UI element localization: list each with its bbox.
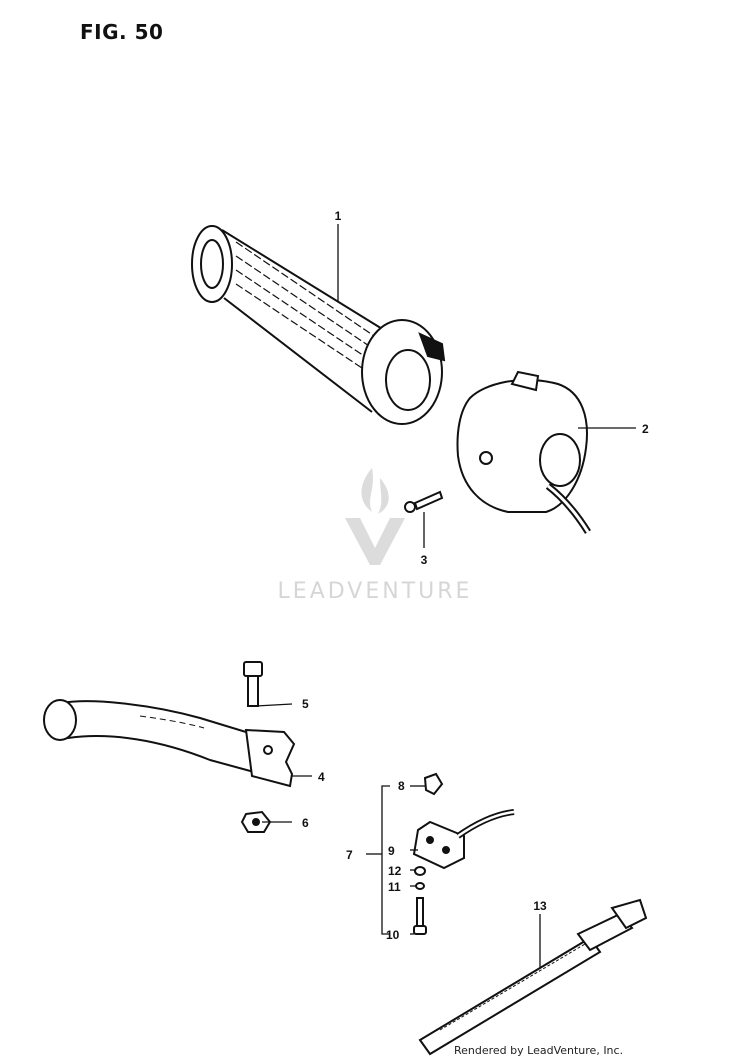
render-credit: Rendered by LeadVenture, Inc. bbox=[454, 1044, 624, 1057]
watermark-logo bbox=[345, 468, 405, 565]
nut-part bbox=[240, 810, 272, 833]
callout-1: 1 bbox=[335, 209, 342, 223]
callout-13: 13 bbox=[533, 899, 547, 913]
bolt-part bbox=[243, 661, 263, 707]
callout-2: 2 bbox=[642, 422, 649, 436]
callout-5: 5 bbox=[302, 697, 309, 711]
watermark-text: LEADVENTURE bbox=[278, 579, 473, 604]
leader-lines bbox=[255, 224, 636, 968]
grip-part bbox=[191, 225, 446, 425]
callout-8: 8 bbox=[398, 779, 405, 793]
callout-6: 6 bbox=[302, 816, 309, 830]
callout-9: 9 bbox=[388, 844, 395, 858]
lever-part bbox=[43, 699, 296, 788]
switch-housing-part bbox=[456, 370, 591, 534]
callout-4: 4 bbox=[318, 770, 325, 784]
callout-7: 7 bbox=[346, 848, 353, 862]
callout-11: 11 bbox=[388, 880, 401, 894]
callout-10: 10 bbox=[386, 928, 400, 942]
figure-title: FIG. 50 bbox=[80, 20, 164, 44]
callout-3: 3 bbox=[421, 553, 428, 567]
screw-part bbox=[404, 490, 444, 513]
switch-assembly-part bbox=[412, 772, 515, 935]
cable-tie-part bbox=[418, 898, 648, 1056]
callout-12: 12 bbox=[388, 864, 402, 878]
